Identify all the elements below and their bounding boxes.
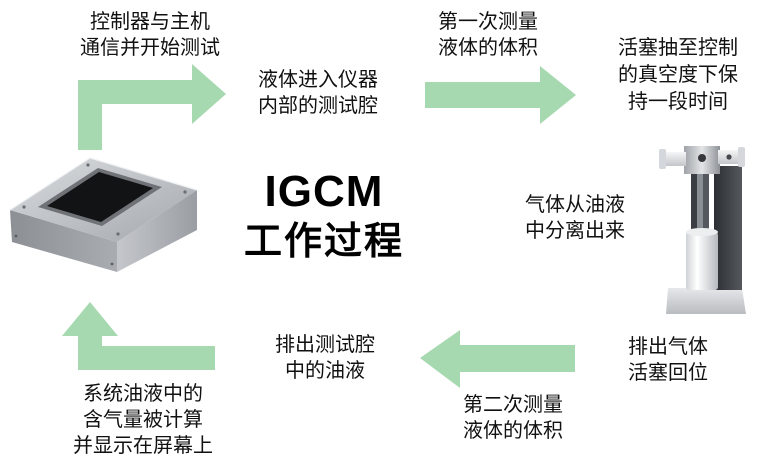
- step-label-controller-comm: 控制器与主机 通信并开始测试: [60, 8, 240, 60]
- step-label-line: 中分离出来: [525, 218, 625, 242]
- step-label-liquid-enter: 液体进入仪器 内部的测试腔: [228, 66, 408, 118]
- step-label-line: 通信并开始测试: [80, 35, 220, 59]
- step-label-line: 液体的体积: [463, 418, 563, 442]
- arrow-left-up: [62, 302, 215, 370]
- step-label-line: 第二次测量: [463, 392, 563, 416]
- step-label-line: 排出测试腔: [275, 332, 375, 356]
- arrow-left-bottom: [420, 330, 575, 388]
- step-label-drain-oil: 排出测试腔 中的油液: [255, 331, 395, 383]
- step-label-line: 含气量被计算: [83, 407, 203, 431]
- arrow-right-middle: [425, 66, 576, 124]
- step-label-line: 液体进入仪器: [258, 67, 378, 91]
- diagram-subtitle: 工作过程: [243, 219, 404, 263]
- step-label-first-measure: 第一次测量 液体的体积: [408, 8, 568, 60]
- step-label-line: 持一段时间: [628, 89, 728, 113]
- step-label-gas-separate: 气体从油液 中分离出来: [505, 191, 645, 243]
- step-label-line: 控制器与主机: [90, 9, 210, 33]
- step-label-line: 排出气体: [628, 334, 708, 358]
- step-label-discharge-gas: 排出气体 活塞回位: [608, 333, 728, 385]
- test-apparatus-icon: [659, 146, 746, 314]
- step-label-line: 系统油液中的: [83, 381, 203, 405]
- step-label-piston-vacuum: 活塞抽至控制 的真空度下保 持一段时间: [598, 34, 758, 115]
- step-label-line: 第一次测量: [438, 9, 538, 33]
- controller-console-icon: [9, 157, 198, 272]
- step-label-second-measure: 第二次测量 液体的体积: [443, 391, 583, 443]
- step-label-line: 活塞抽至控制: [618, 35, 738, 59]
- step-label-line: 气体从油液: [525, 192, 625, 216]
- step-label-line: 中的油液: [285, 358, 365, 382]
- step-label-line: 液体的体积: [438, 35, 538, 59]
- step-label-line: 活塞回位: [628, 360, 708, 384]
- step-label-line: 的真空度下保: [618, 62, 738, 86]
- arrow-up-right: [78, 64, 226, 150]
- diagram-title: IGCM: [264, 167, 384, 216]
- step-label-line: 并显示在屏幕上: [73, 433, 213, 457]
- step-label-compute-display: 系统油液中的 含气量被计算 并显示在屏幕上: [53, 380, 233, 458]
- step-label-line: 内部的测试腔: [258, 93, 378, 117]
